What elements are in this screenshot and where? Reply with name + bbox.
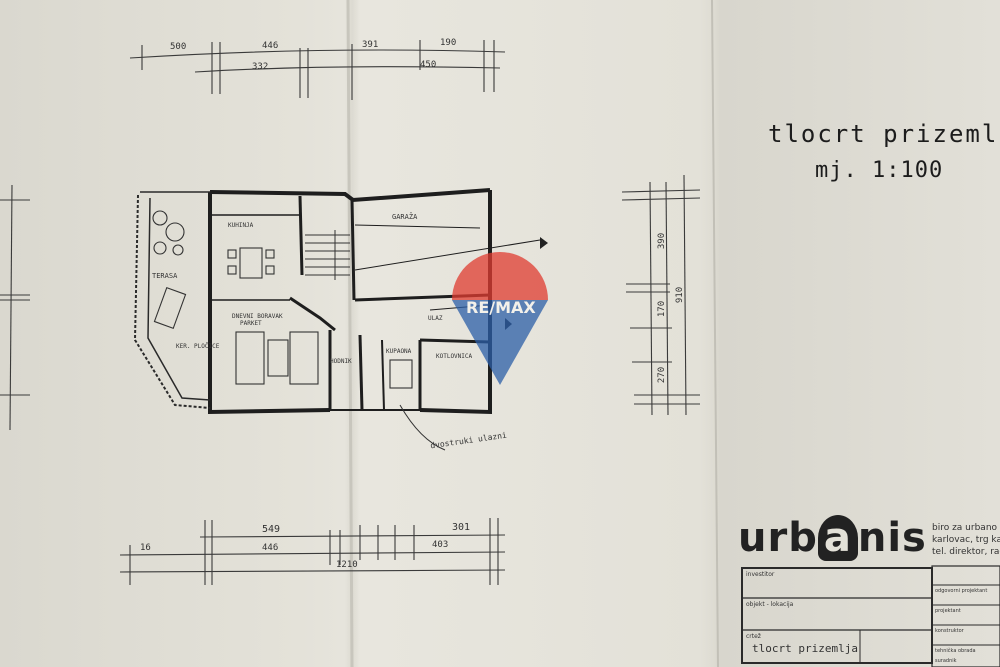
logo-right: nis xyxy=(857,515,927,561)
terrace-outline xyxy=(133,191,211,409)
paper-fold-line xyxy=(346,0,354,667)
office-line-2: karlovac, trg ka xyxy=(932,535,1000,545)
room-label-entrance: ULAZ xyxy=(428,315,443,322)
sofa xyxy=(235,331,265,385)
dim-top-1: 500 xyxy=(170,42,187,52)
dim-top-4: 190 xyxy=(440,38,457,48)
label-object: objekt - lokacija xyxy=(746,601,794,608)
dim-bottom-2: 301 xyxy=(452,522,471,533)
label-investor: investitor xyxy=(746,571,775,578)
side-label-1: odgovorni projektant xyxy=(935,588,988,594)
garage-door-arrow xyxy=(540,237,548,249)
dim-bottom-4: 446 xyxy=(262,543,279,553)
dim-top-6: 450 xyxy=(420,60,437,70)
room-label-kitchen: KUHINJA xyxy=(228,222,254,229)
value-drawing: tlocrt prizemlja xyxy=(752,642,858,655)
watermark-text: RE/MAX xyxy=(466,298,536,317)
logo-mid: a xyxy=(817,515,858,561)
plant-circle xyxy=(152,210,168,226)
dim-right-4: 910 xyxy=(675,286,686,304)
room-label-garage: GARAŽA xyxy=(392,213,418,221)
side-label-5: suradnik xyxy=(935,658,957,664)
top-dimension-lines xyxy=(129,40,506,100)
staircase xyxy=(305,230,350,280)
dining-table xyxy=(239,247,263,279)
logo-left: urb xyxy=(738,515,818,561)
side-label-4: tehnička obrada xyxy=(935,648,976,654)
room-label-terrace: TERASA xyxy=(152,272,178,280)
label-drawing: crtež xyxy=(746,633,761,640)
dim-right-1: 390 xyxy=(657,232,668,250)
drawing-scale: mj. 1:100 xyxy=(815,158,944,183)
bottom-dimension-lines xyxy=(119,518,506,585)
drawing-title: tlocrt prizemlja xyxy=(768,120,1000,148)
room-label-bath: KUPAONA xyxy=(386,348,412,355)
bathtub xyxy=(389,359,413,389)
dim-bottom-3: 16 xyxy=(140,543,151,553)
office-line-3: tel. direktor, rač xyxy=(932,547,1000,557)
remax-watermark xyxy=(452,252,548,385)
side-label-2: projektant xyxy=(935,608,961,614)
dim-right-2: 170 xyxy=(657,300,668,318)
title-block-table xyxy=(741,565,1000,667)
room-label-hall: HODNIK xyxy=(330,358,352,365)
room-label-dnevni: DNEVNI BORAVAK xyxy=(232,313,283,320)
office-line-1: biro za urbano xyxy=(932,523,998,533)
dim-right-3: 270 xyxy=(657,366,668,384)
room-label-tiles: KER. PLOČICE xyxy=(176,343,220,350)
left-dimension-lines xyxy=(0,184,30,431)
dim-bottom-5: 403 xyxy=(432,540,449,550)
dim-bottom-1: 549 xyxy=(262,524,281,535)
room-label-boiler: KOTLOVNICA xyxy=(436,353,473,360)
sofa-2 xyxy=(289,331,319,385)
dim-top-3: 391 xyxy=(362,40,379,50)
door-leader-line xyxy=(399,404,446,451)
right-dimension-lines xyxy=(621,174,701,416)
room-label-parket: PARKET xyxy=(240,320,262,327)
paper-sheet-edge xyxy=(711,0,719,667)
side-label-3: konstruktor xyxy=(935,628,964,634)
coffee-table xyxy=(267,339,289,377)
dim-top-2: 446 xyxy=(262,41,279,51)
dim-top-5: 332 xyxy=(252,62,269,72)
dim-bottom-6: 1210 xyxy=(336,560,358,570)
furniture xyxy=(152,210,413,389)
